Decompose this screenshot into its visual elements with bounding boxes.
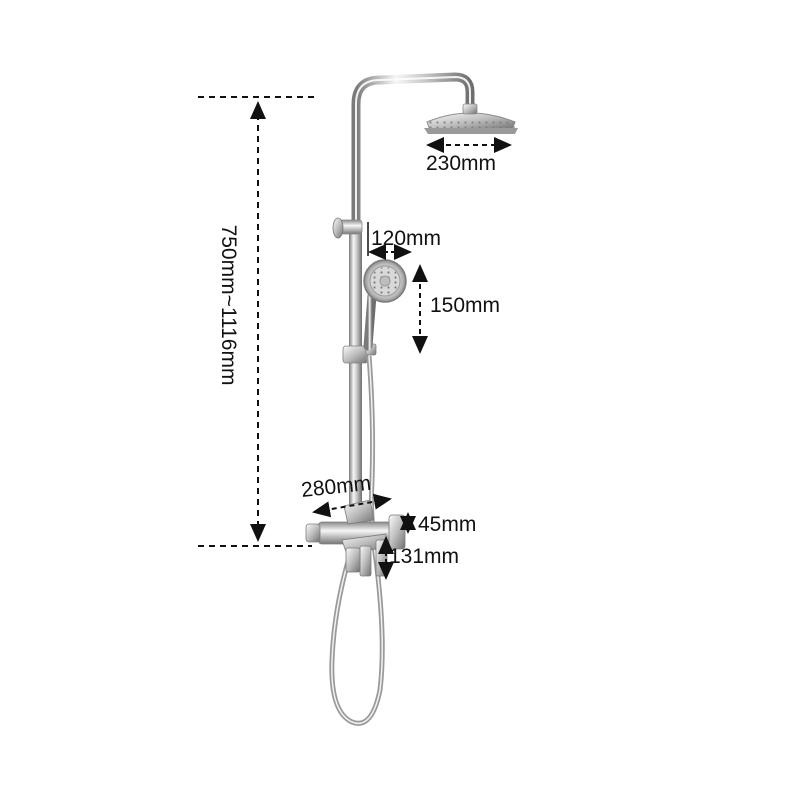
mixer-width-dimension-line [312, 493, 392, 518]
slide-holder [342, 343, 377, 364]
hand-height-label: 150mm [430, 294, 500, 317]
riser-pipe [349, 228, 362, 510]
spout-drop-label: 131mm [389, 545, 459, 568]
hand-shower [363, 259, 407, 351]
dimension-annotations [198, 96, 512, 580]
upper-wall-bracket [332, 217, 363, 239]
hand-width-label: 120mm [371, 227, 441, 250]
overall-height-label: 750mm~1116mm [217, 225, 240, 386]
head-diameter-label: 230mm [426, 152, 496, 175]
shower-head [424, 103, 518, 134]
mixer-height-label: 45mm [418, 513, 476, 536]
shower-product [305, 72, 518, 726]
